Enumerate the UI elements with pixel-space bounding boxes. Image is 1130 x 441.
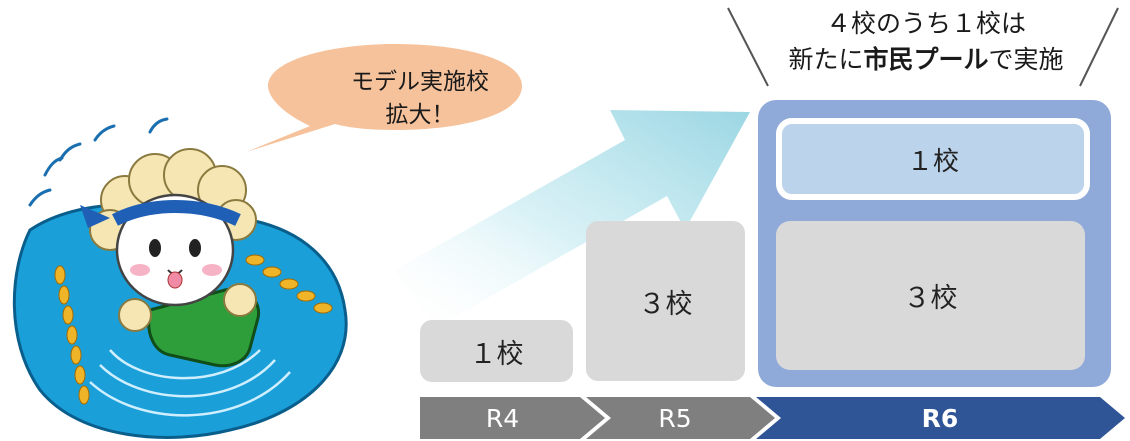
r6-note-prefix: 新たに — [788, 45, 864, 74]
r6-note: ４校のうち１校は 新たに市民プールで実施 — [766, 6, 1086, 78]
timeline-step-r5 — [586, 397, 775, 439]
callout-line-1: モデル実施校 — [351, 69, 489, 95]
r6-school-count-box: ３校 — [776, 221, 1085, 370]
r5-school-count-box: ３校 — [586, 221, 745, 381]
timeline-bar — [420, 397, 1125, 439]
timeline-label-r5: R5 — [600, 397, 750, 439]
timeline-step-r4 — [420, 397, 605, 439]
r6-new-pool-count: １校 — [906, 146, 959, 177]
timeline-label-r4: R4 — [420, 397, 585, 439]
r4-school-count-box: １校 — [420, 320, 573, 382]
callout-text: モデル実施校 拡大！ — [295, 66, 545, 132]
timeline-step-r6 — [756, 397, 1125, 439]
growth-arrow-icon — [395, 110, 750, 328]
note-slash-lines — [727, 7, 1119, 87]
r6-new-pool-box: １校 — [776, 118, 1090, 200]
year-r5: R5 — [658, 403, 692, 433]
r6-note-suffix: で実施 — [988, 45, 1064, 74]
r6-note-line-2: 新たに市民プールで実施 — [766, 42, 1086, 78]
sheep-mascot-swimming-icon — [12, 117, 348, 439]
callout-line-2: 拡大！ — [385, 102, 455, 128]
r6-note-bold: 市民プール — [863, 45, 989, 74]
speech-callout-bubble — [246, 44, 522, 152]
r4-school-count: １校 — [469, 338, 524, 370]
year-r6: R6 — [921, 403, 959, 433]
r6-school-count: ３校 — [903, 283, 958, 314]
r6-note-line-1: ４校のうち１校は — [825, 9, 1026, 38]
r5-school-count: ３校 — [638, 288, 693, 320]
year-r4: R4 — [485, 403, 520, 433]
timeline-label-r6: R6 — [775, 397, 1105, 439]
